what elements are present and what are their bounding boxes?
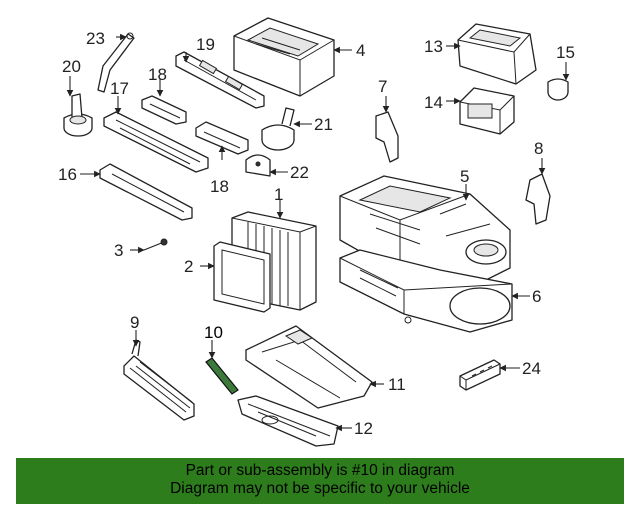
- part-11-duct: [245, 325, 373, 409]
- callout-11: 11: [388, 375, 406, 394]
- part-6-lower-case: [339, 249, 513, 333]
- part-23-rod: [97, 32, 135, 93]
- part-19-bracket: [175, 51, 265, 109]
- callout-20: 20: [62, 57, 81, 76]
- part-14-vent: [459, 87, 515, 135]
- part-24-block: [459, 359, 501, 391]
- banner-line-1: Part or sub-assembly is #10 in diagram: [185, 462, 455, 479]
- part-22-cap: [245, 154, 271, 177]
- part-17-panel: [103, 111, 209, 173]
- callout-22: 22: [290, 163, 309, 182]
- part-9-heater-core: [123, 339, 195, 421]
- callout-9: 9: [130, 313, 139, 332]
- callout-5: 5: [460, 167, 469, 186]
- part-18-lower-duct: [195, 121, 249, 155]
- callout-14: 14: [424, 93, 443, 112]
- part-2-seal: [213, 241, 271, 313]
- part-16-bracket: [99, 163, 193, 221]
- part-20-actuator: [63, 93, 93, 137]
- callout-18-lower: 18: [210, 177, 229, 196]
- callout-4: 4: [356, 41, 365, 60]
- callout-2: 2: [184, 257, 193, 276]
- callout-10: 10: [204, 323, 223, 342]
- callout-3: 3: [114, 241, 123, 260]
- part-7-bracket: [375, 111, 399, 163]
- callout-15: 15: [556, 43, 575, 62]
- callout-21: 21: [314, 115, 333, 134]
- callout-19: 19: [196, 35, 215, 54]
- callout-23: 23: [86, 29, 105, 48]
- part-4-upper-housing: [233, 17, 335, 97]
- banner-line-2: Diagram may not be specific to your vehi…: [170, 480, 470, 497]
- callout-1: 1: [274, 185, 283, 204]
- callout-17: 17: [110, 79, 129, 98]
- part-12-duct: [237, 395, 339, 447]
- callout-12: 12: [354, 419, 373, 438]
- info-banner: Part or sub-assembly is #10 in diagram D…: [16, 458, 624, 504]
- callout-18-upper: 18: [148, 65, 167, 84]
- callout-7: 7: [378, 77, 387, 96]
- part-18-upper-duct: [141, 95, 187, 125]
- part-3-screw: [143, 238, 168, 251]
- part-21-actuator: [261, 107, 295, 151]
- callout-24: 24: [522, 359, 541, 378]
- callout-13: 13: [424, 37, 443, 56]
- exploded-parts-diagram: 23 20 19 18 17 18 16: [58, 17, 575, 447]
- part-8-bracket: [525, 173, 551, 225]
- callout-6: 6: [532, 287, 541, 306]
- callout-16: 16: [58, 165, 77, 184]
- part-13-vent-housing: [457, 23, 537, 85]
- callout-8: 8: [534, 139, 543, 158]
- part-10-seal-highlighted: [205, 357, 239, 395]
- part-15-motor: [547, 78, 569, 101]
